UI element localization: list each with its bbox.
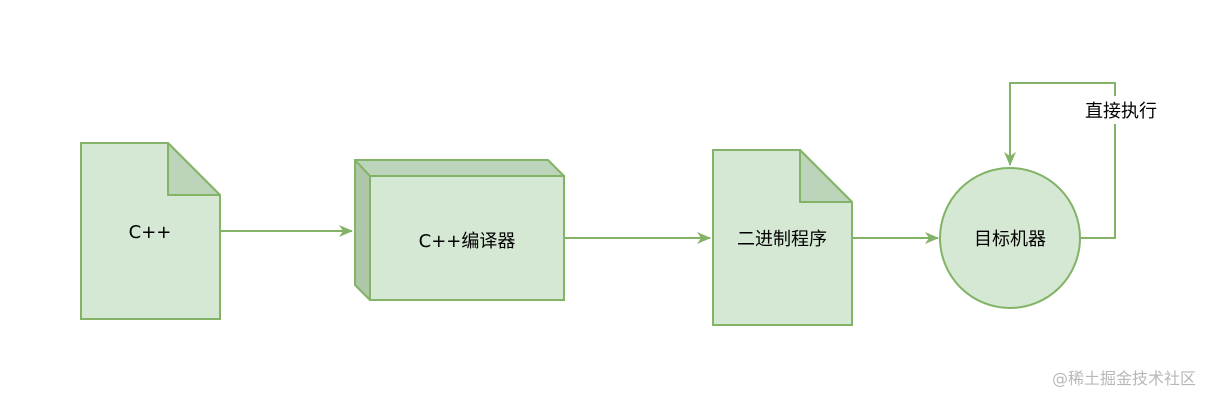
- watermark: @稀土掘金技术社区: [1051, 369, 1196, 388]
- compiler-top-face: [354, 159, 565, 177]
- compiler-side-face: [354, 159, 371, 301]
- edge-machine-self-loop: [1004, 82, 1116, 239]
- binary-program-label: 二进制程序: [737, 229, 827, 250]
- self-loop-label: 直接执行: [1085, 101, 1157, 122]
- compiler-label: C++编译器: [419, 231, 516, 252]
- self-loop-label-background: [1076, 96, 1166, 124]
- compiler-front-face: [369, 175, 565, 301]
- target-machine-label: 目标机器: [974, 229, 1046, 250]
- source-file-node: C++: [80, 142, 221, 320]
- binary-program-fold: [799, 149, 853, 203]
- target-machine-shape: [939, 167, 1081, 309]
- self-loop-label-group: 直接执行: [1076, 96, 1166, 124]
- binary-program-node: 二进制程序: [712, 149, 853, 326]
- compiler-node: C++编译器: [354, 159, 565, 301]
- target-machine-node: 目标机器: [939, 167, 1081, 309]
- source-file-fold: [167, 142, 221, 196]
- source-file-label: C++: [129, 222, 172, 243]
